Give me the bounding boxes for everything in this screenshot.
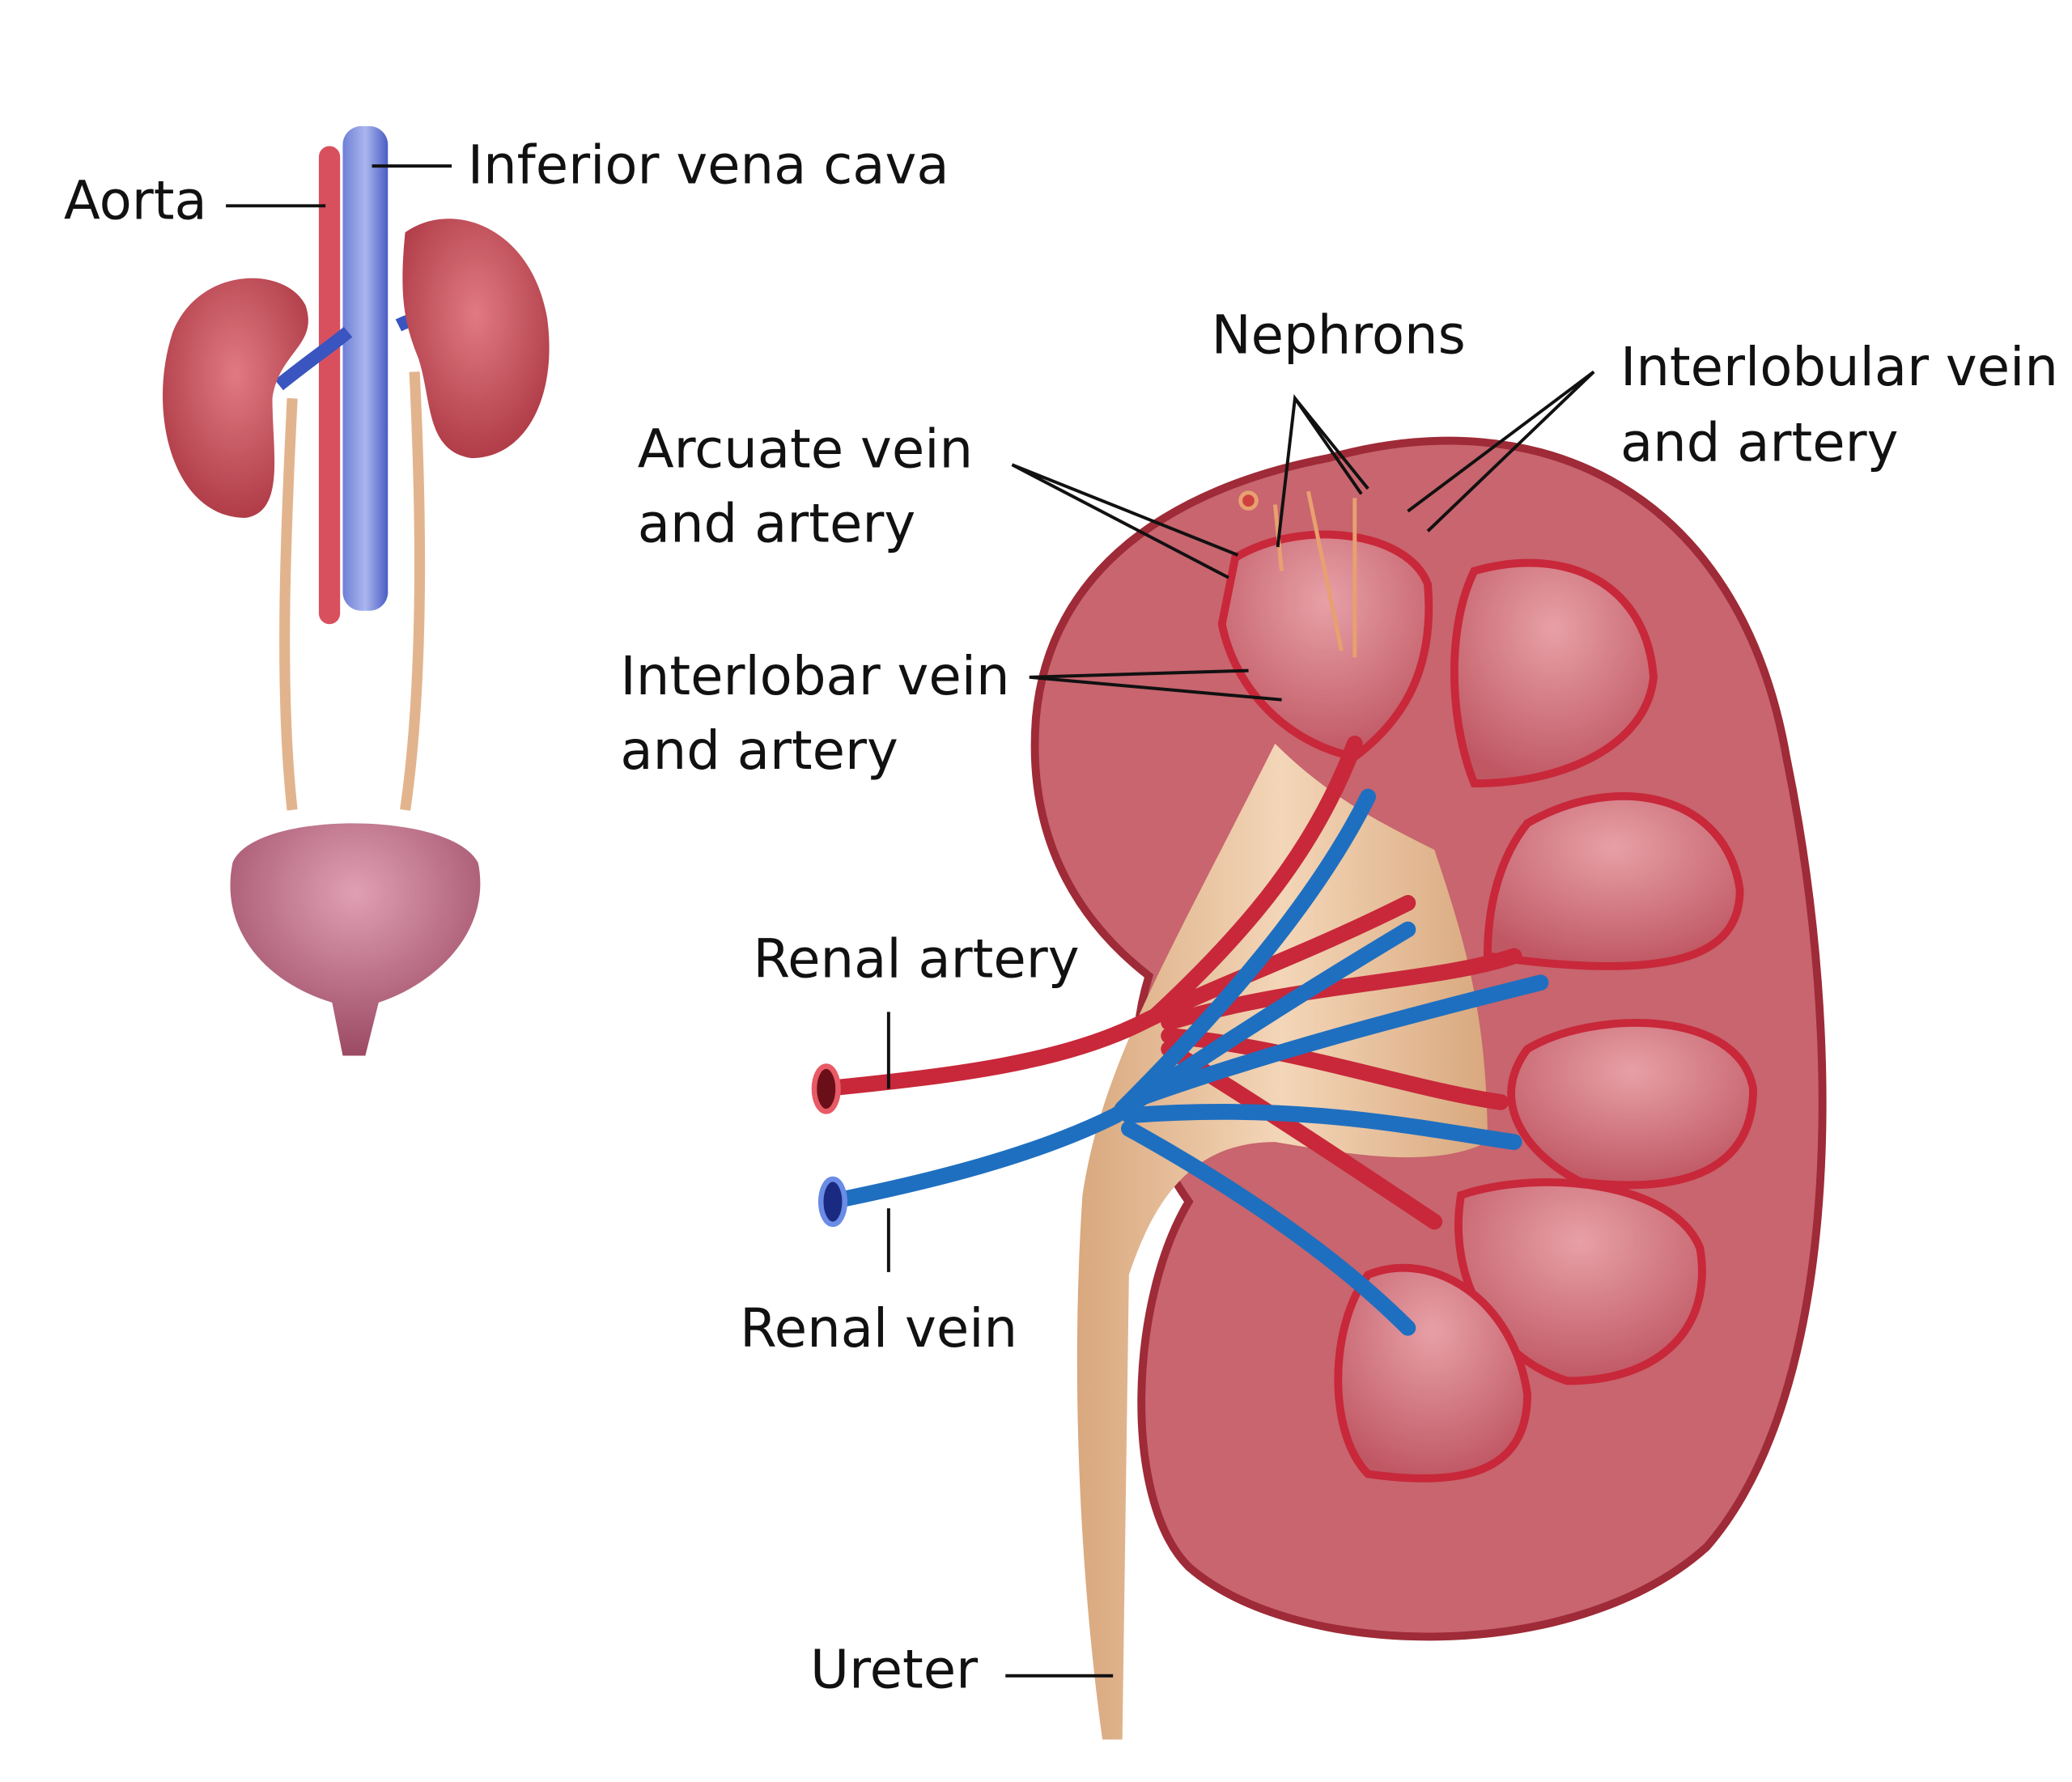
kidney-cross-section: [811, 436, 1827, 1740]
label-arcuate-line2: and artery: [638, 493, 915, 554]
renal-vein-branches: [822, 788, 1549, 1336]
renal-pyramid: [1507, 1019, 1757, 1190]
label-inferior-vena-cava: Inferior vena cava: [468, 134, 949, 196]
renal-pyramids: [1217, 530, 1757, 1483]
renal-pyramid: [1450, 558, 1658, 788]
renal-artery-opening: [811, 1063, 841, 1114]
arcuate-leader-line: [1011, 463, 1239, 579]
glomerulus: [1238, 490, 1259, 511]
renal-pyramid: [1217, 530, 1433, 762]
renal-pyramid: [1483, 791, 1744, 970]
small-ureters: [279, 371, 426, 811]
interlobular-leader-line: [1407, 370, 1595, 532]
renal-pyramid: [1334, 1263, 1532, 1483]
label-interlobar-line2: and artery: [620, 720, 898, 782]
label-arcuate-line1: Arcuate vein: [638, 419, 973, 481]
label-renal-vein: Renal vein: [740, 1298, 1017, 1360]
renal-vessels: [815, 736, 1549, 1336]
aorta-vessel: [318, 146, 341, 625]
small-right-kidney: [402, 219, 550, 459]
bladder: [230, 823, 481, 1056]
interlobar-leader-line: [1029, 668, 1282, 702]
label-ureter: Ureter: [810, 1640, 978, 1701]
urinary-system-overview: [163, 125, 550, 1056]
label-aorta: Aorta: [64, 171, 207, 232]
nephrons-leader-line: [1293, 397, 1369, 490]
label-nephrons: Nephrons: [1212, 304, 1466, 366]
label-interlobular-line1: Interlobular vein: [1620, 337, 2058, 398]
ivc-vessel: [342, 125, 388, 611]
renal-artery-branches: [815, 736, 1522, 1230]
label-interlobar-line1: Interlobar vein: [620, 646, 1009, 707]
label-interlobular-line2: and artery: [1620, 412, 1898, 473]
leader-lines: [226, 164, 1595, 1678]
label-renal-artery: Renal artery: [754, 929, 1080, 991]
small-left-kidney: [163, 278, 308, 518]
renal-vein-opening: [817, 1176, 848, 1228]
